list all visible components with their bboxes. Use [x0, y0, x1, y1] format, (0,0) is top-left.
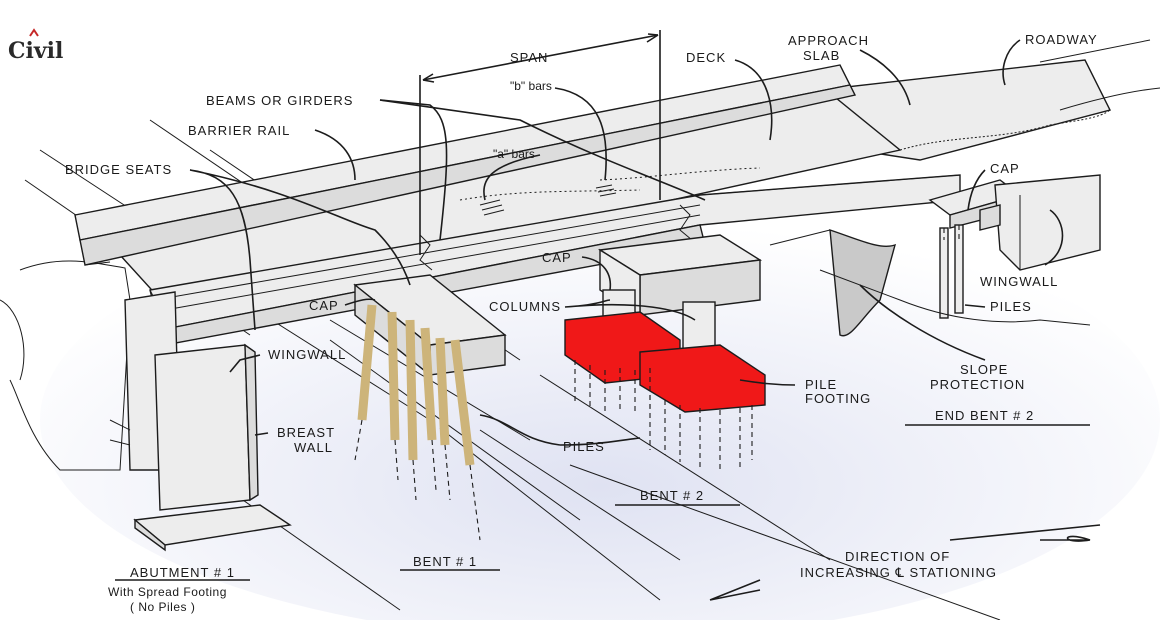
label-end-bent-2: END BENT # 2	[935, 408, 1034, 423]
label-abutment-sub-1: With Spread Footing	[108, 585, 227, 599]
label-cap-bent1: CAP	[309, 298, 339, 313]
label-wingwall-left: WINGWALL	[268, 347, 346, 362]
label-breast-wall-line2: WALL	[294, 440, 333, 455]
label-approach-slab-line1: APPROACH	[788, 33, 869, 48]
label-piles-right: PILES	[990, 299, 1032, 314]
rebar-marks	[479, 184, 617, 216]
label-barrier-rail: BARRIER RAIL	[188, 123, 290, 138]
label-bent-1: BENT # 1	[413, 554, 477, 569]
logo: Civil	[8, 28, 63, 64]
label-pile-footing-line1: PILE	[805, 377, 837, 392]
left-embankment	[9, 260, 131, 471]
label-wingwall-right: WINGWALL	[980, 274, 1058, 289]
label-b-bars: "b" bars	[510, 79, 552, 93]
abutment-1	[109, 291, 292, 552]
end-bent-piles	[939, 224, 964, 319]
label-pile-footing-line2: FOOTING	[805, 391, 871, 406]
label-deck: DECK	[686, 50, 726, 65]
label-cap-bent2: CAP	[542, 250, 572, 265]
label-bridge-seats: BRIDGE SEATS	[65, 162, 172, 177]
label-columns: COLUMNS	[489, 299, 561, 314]
label-a-bars: "a" bars	[493, 147, 535, 161]
logo-accent-icon	[29, 28, 39, 37]
logo-text: Civil	[8, 38, 63, 64]
slope-protection	[829, 228, 897, 337]
label-span: SPAN	[510, 50, 548, 65]
leader-lines	[189, 39, 1064, 446]
label-piles-bents: PILES	[563, 439, 605, 454]
label-approach-slab-line2: SLAB	[803, 48, 840, 63]
pile-footings	[564, 311, 766, 470]
label-beams-or-girders: BEAMS OR GIRDERS	[206, 93, 353, 108]
left-wingwall	[154, 344, 251, 511]
label-cap-end-bent: CAP	[990, 161, 1020, 176]
label-roadway: ROADWAY	[1025, 32, 1098, 47]
caption-rules	[115, 424, 1101, 601]
label-direction-line2: INCREASING ℄ STATIONING	[800, 565, 997, 580]
label-slope-protection-line1: SLOPE	[960, 362, 1008, 377]
label-bent-2: BENT # 2	[640, 488, 704, 503]
label-abutment-1: ABUTMENT # 1	[130, 565, 235, 580]
bent1-piles	[354, 304, 481, 541]
label-direction-line1: DIRECTION OF	[845, 549, 950, 564]
label-slope-protection-line2: PROTECTION	[930, 377, 1025, 392]
label-abutment-sub-2: ( No Piles )	[130, 600, 195, 614]
right-wingwall	[994, 174, 1101, 271]
pile-footing-right	[639, 344, 766, 413]
label-breast-wall-line1: BREAST	[277, 425, 335, 440]
